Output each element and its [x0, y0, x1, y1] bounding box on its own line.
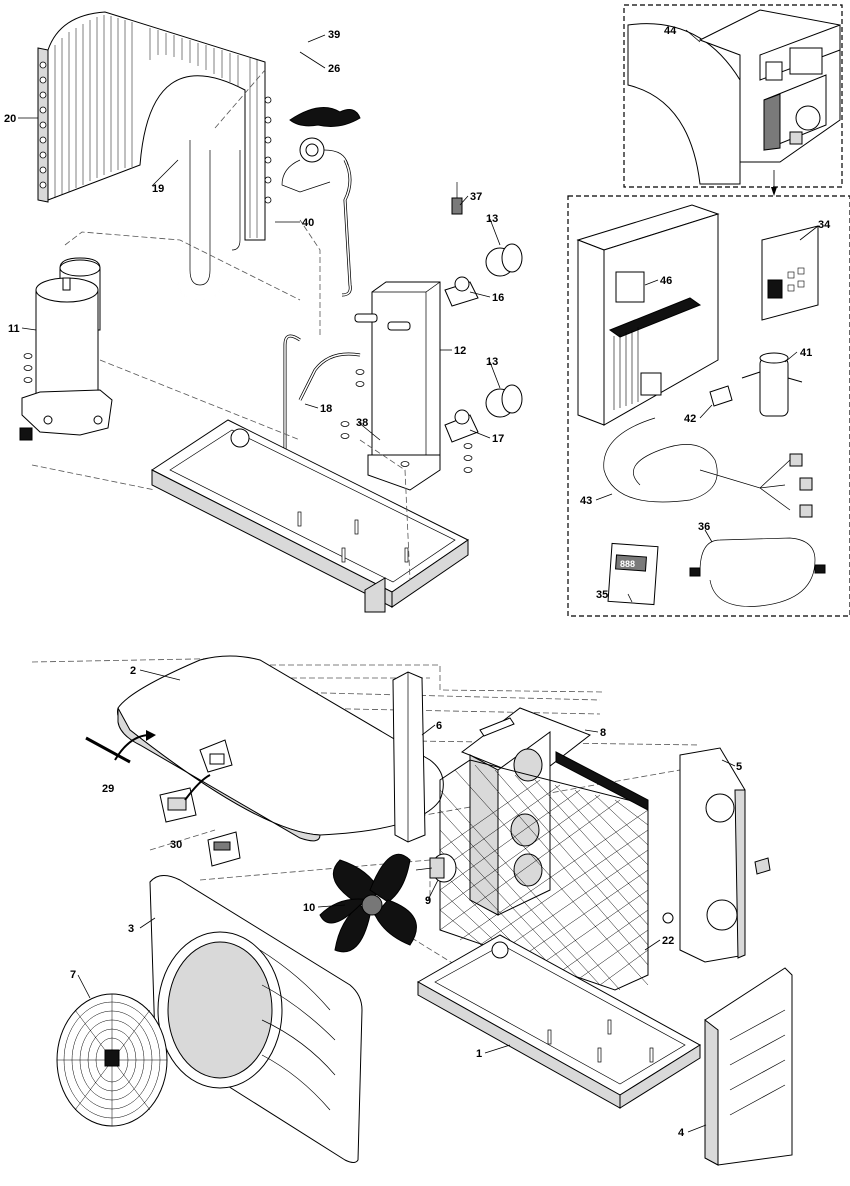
callout-6: 6: [436, 720, 442, 732]
arrow-29-head: [146, 730, 156, 741]
callout-13-lower: 13: [486, 356, 498, 368]
callout-4: 4: [678, 1127, 685, 1139]
base-tray-upper: [151, 419, 469, 613]
callout-37: 37: [470, 191, 482, 203]
callout-1: 1: [476, 1048, 482, 1060]
callout-22-text: 22: [662, 935, 674, 947]
evaporator-coil: [37, 11, 272, 241]
expansion-valve: [281, 107, 361, 193]
side-panel-5: [662, 747, 771, 963]
callout-41-label: 41: [800, 347, 812, 359]
detail-arrow: [771, 187, 777, 196]
callout-7: 7: [70, 969, 76, 981]
electrical-box-detail-top: [623, 4, 843, 188]
leader-lines: [18, 29, 819, 1133]
compressor: [19, 257, 113, 441]
callout-11: 11: [8, 323, 20, 335]
callout-39: 39: [328, 29, 340, 41]
sticker-29: [85, 736, 131, 764]
callout-10: 10: [303, 902, 315, 914]
callout-3: 3: [128, 923, 134, 935]
base-tray-1: [416, 934, 701, 1109]
callout-34: 34: [818, 219, 831, 231]
fan-blade-10: [319, 853, 417, 953]
water-fittings: [444, 182, 523, 443]
column-6: [392, 671, 426, 843]
callout-5: 5: [736, 761, 742, 773]
callout-19: 19: [152, 183, 164, 195]
fan-support-8: [460, 707, 592, 916]
callout-13-upper: 13: [486, 213, 498, 225]
callout-35: 35: [596, 589, 608, 601]
front-grille-7: [56, 993, 168, 1127]
callout-8: 8: [600, 727, 606, 739]
top-cover: [117, 655, 444, 842]
electrical-box-detail-bottom: 888: [567, 195, 850, 617]
callout-38: 38: [356, 417, 368, 429]
copper-pipework: [177, 140, 361, 474]
callout-12-label: 12: [454, 345, 466, 357]
protective-grid-22: [439, 751, 649, 991]
arrow-30: [184, 774, 211, 801]
display-readout: 888: [620, 559, 635, 569]
front-panel-3: [149, 875, 363, 1163]
side-panel-4: [704, 967, 793, 1166]
callout-42: 42: [684, 413, 696, 425]
callout-16: 16: [492, 292, 504, 304]
heat-exchanger: [340, 281, 473, 491]
callout-43: 43: [580, 495, 592, 507]
callout-30: 30: [170, 839, 182, 851]
callout-20: 20: [4, 113, 16, 125]
fan-motor-9: [415, 853, 457, 883]
cover-panel-30: [159, 787, 241, 867]
callout-44: 44: [664, 25, 677, 37]
callouts: 20 39 26 19 40 37 13 16 11 12 12 13 18 3…: [4, 25, 831, 1139]
callout-36: 36: [698, 521, 710, 533]
upper-dashed-guides: [31, 69, 411, 581]
callout-2: 2: [130, 665, 136, 677]
callout-29: 29: [102, 783, 114, 795]
callout-40: 40: [302, 217, 314, 229]
callout-18: 18: [320, 403, 332, 415]
callout-46: 46: [660, 275, 672, 287]
callout-26: 26: [328, 63, 340, 75]
callout-9: 9: [425, 895, 431, 907]
callout-17: 17: [492, 433, 504, 445]
